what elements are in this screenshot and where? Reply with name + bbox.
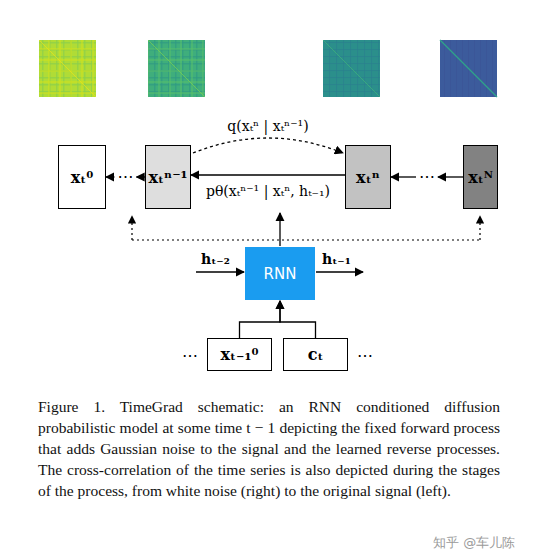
variable-box: xₜⁿ [345,145,391,209]
input-box: xₜ₋₁⁰ [207,338,272,371]
heatmap [39,40,96,97]
variable-label: cₜ [308,345,324,364]
variable-box: xₜ⁰ [58,145,106,209]
ellipsis: … [357,342,373,361]
variable-box: xₜᴺ [463,145,498,209]
input-arrow [280,301,316,338]
forward-process-arrow [193,138,343,153]
heatmap [148,40,205,97]
variable-label: xₜⁿ [356,168,380,187]
reverse-process-arrow [191,175,345,176]
hidden-state-label: hₜ₋₁ [322,251,351,267]
hidden-state-arrow [316,271,363,272]
variable-box: xₜⁿ⁻¹ [145,145,191,209]
watermark: 知乎 @车儿陈 [433,534,515,552]
variable-label: xₜ⁰ [71,168,93,187]
conditioning-arrow [279,213,280,246]
covariate-box: cₜ [283,338,348,371]
conditioning-dotted-line [132,239,480,240]
hidden-state-arrow [196,271,244,272]
rnn-box: RNN [245,247,315,300]
conditioning-dotted-arrow [479,216,480,240]
edge-label: pθ(xₜⁿ⁻¹ | xₜⁿ, hₜ₋₁) [206,183,330,199]
input-arrow [240,301,281,338]
ellipsis: … [182,342,198,361]
variable-label: xₜ₋₁⁰ [221,345,259,364]
variable-label: xₜᴺ [468,168,493,187]
heatmap [323,40,380,97]
figure-caption: Figure 1. TimeGrad schematic: an RNN con… [38,396,500,501]
heatmap [440,40,497,97]
rnn-label: RNN [264,265,297,283]
ellipsis: … [118,163,134,182]
edge-label: q(xₜⁿ | xₜⁿ⁻¹) [227,118,308,134]
variable-label: xₜⁿ⁻¹ [148,168,187,187]
conditioning-dotted-arrow [131,216,132,240]
ellipsis: … [419,163,435,182]
hidden-state-label: hₜ₋₂ [201,251,230,267]
